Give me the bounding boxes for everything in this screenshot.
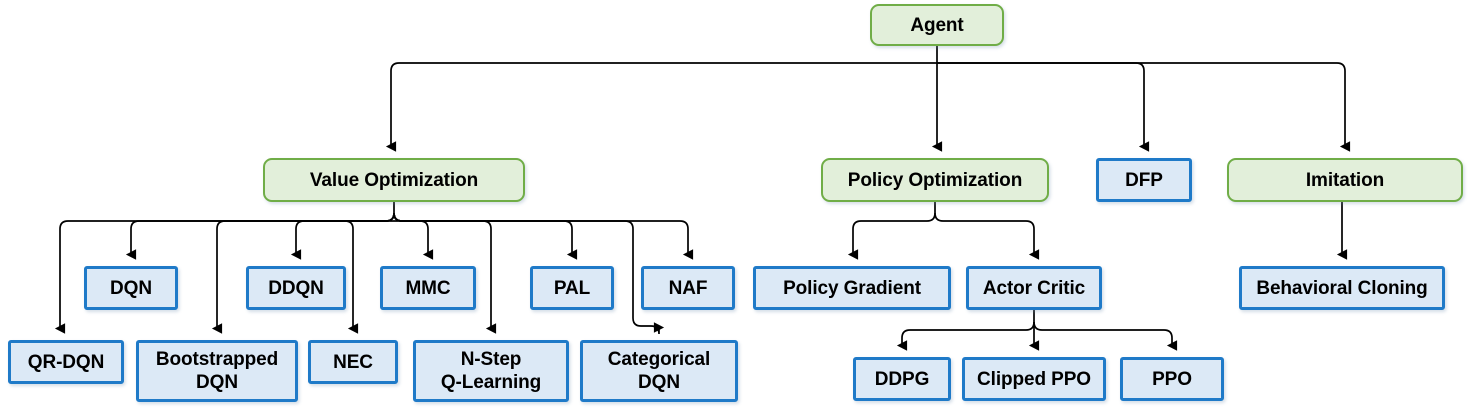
edge-group-policy-optimization [847, 202, 1040, 260]
node-ddqn[interactable]: DDQN [246, 266, 346, 310]
node-label-policy_optimization: Policy Optimization [847, 169, 1023, 191]
node-qr_dqn[interactable]: QR-DQN [8, 340, 124, 384]
node-policy_optimization[interactable]: Policy Optimization [821, 158, 1049, 202]
node-label-value_optimization: Value Optimization [309, 169, 479, 191]
node-label-dfp: DFP [1125, 169, 1163, 191]
node-value_optimization[interactable]: Value Optimization [263, 158, 525, 202]
node-naf[interactable]: NAF [641, 266, 735, 310]
edge-vo-to-naf [393, 212, 694, 260]
node-mmc[interactable]: MMC [380, 266, 476, 310]
node-label-actor_critic: Actor Critic [982, 277, 1086, 299]
node-clipped_ppo[interactable]: Clipped PPO [962, 357, 1106, 401]
node-label-n_step_q_learning: N-Step Q-Learning [440, 349, 542, 393]
node-label-ppo: PPO [1152, 368, 1192, 390]
node-label-dqn: DQN [110, 277, 152, 299]
edge-group-agent [385, 46, 1351, 152]
node-actor_critic[interactable]: Actor Critic [966, 266, 1102, 310]
node-label-mmc: MMC [405, 277, 451, 299]
edge-ac-to-ppo [1033, 321, 1178, 351]
node-label-policy_gradient: Policy Gradient [783, 277, 921, 299]
edge-agent-to-value-optimization [385, 62, 937, 152]
node-dfp[interactable]: DFP [1096, 158, 1192, 202]
edge-po-to-actor-critic [934, 212, 1040, 260]
node-imitation[interactable]: Imitation [1227, 158, 1463, 202]
node-label-pal: PAL [553, 277, 591, 299]
node-behavioral_cloning[interactable]: Behavioral Cloning [1239, 266, 1445, 310]
node-policy_gradient[interactable]: Policy Gradient [753, 266, 951, 310]
node-n_step_q_learning[interactable]: N-Step Q-Learning [413, 340, 569, 402]
node-dqn[interactable]: DQN [84, 266, 178, 310]
node-ppo[interactable]: PPO [1120, 357, 1224, 401]
edge-vo-to-ddqn [290, 212, 395, 260]
node-label-naf: NAF [668, 277, 708, 299]
edge-vo-to-dqn [125, 212, 395, 260]
node-ddpg[interactable]: DDPG [853, 357, 951, 401]
node-label-bootstrapped_dqn: Bootstrapped DQN [155, 349, 279, 393]
edge-vo-to-pal [393, 212, 578, 260]
node-label-categorical_dqn: Categorical DQN [607, 349, 711, 393]
node-label-ddqn: DDQN [268, 277, 324, 299]
node-agent[interactable]: Agent [870, 4, 1004, 46]
node-pal[interactable]: PAL [530, 266, 614, 310]
node-bootstrapped_dqn[interactable]: Bootstrapped DQN [136, 340, 298, 402]
edge-group-actor-critic [896, 310, 1178, 351]
edge-po-to-policy-gradient [847, 212, 936, 260]
edge-vo-to-mmc [393, 212, 434, 260]
node-nec[interactable]: NEC [308, 340, 398, 384]
node-label-qr_dqn: QR-DQN [27, 351, 105, 373]
edge-ac-to-ddpg [896, 321, 1035, 351]
node-label-ddpg: DDPG [874, 368, 930, 390]
node-categorical_dqn[interactable]: Categorical DQN [580, 340, 738, 402]
node-label-clipped_ppo: Clipped PPO [977, 368, 1091, 390]
node-label-agent: Agent [910, 14, 964, 36]
edge-agent-to-imitation [937, 62, 1351, 152]
edge-agent-to-dfp [937, 62, 1150, 152]
node-label-behavioral_cloning: Behavioral Cloning [1256, 277, 1428, 299]
node-label-nec: NEC [333, 351, 373, 373]
node-label-imitation: Imitation [1305, 169, 1385, 191]
